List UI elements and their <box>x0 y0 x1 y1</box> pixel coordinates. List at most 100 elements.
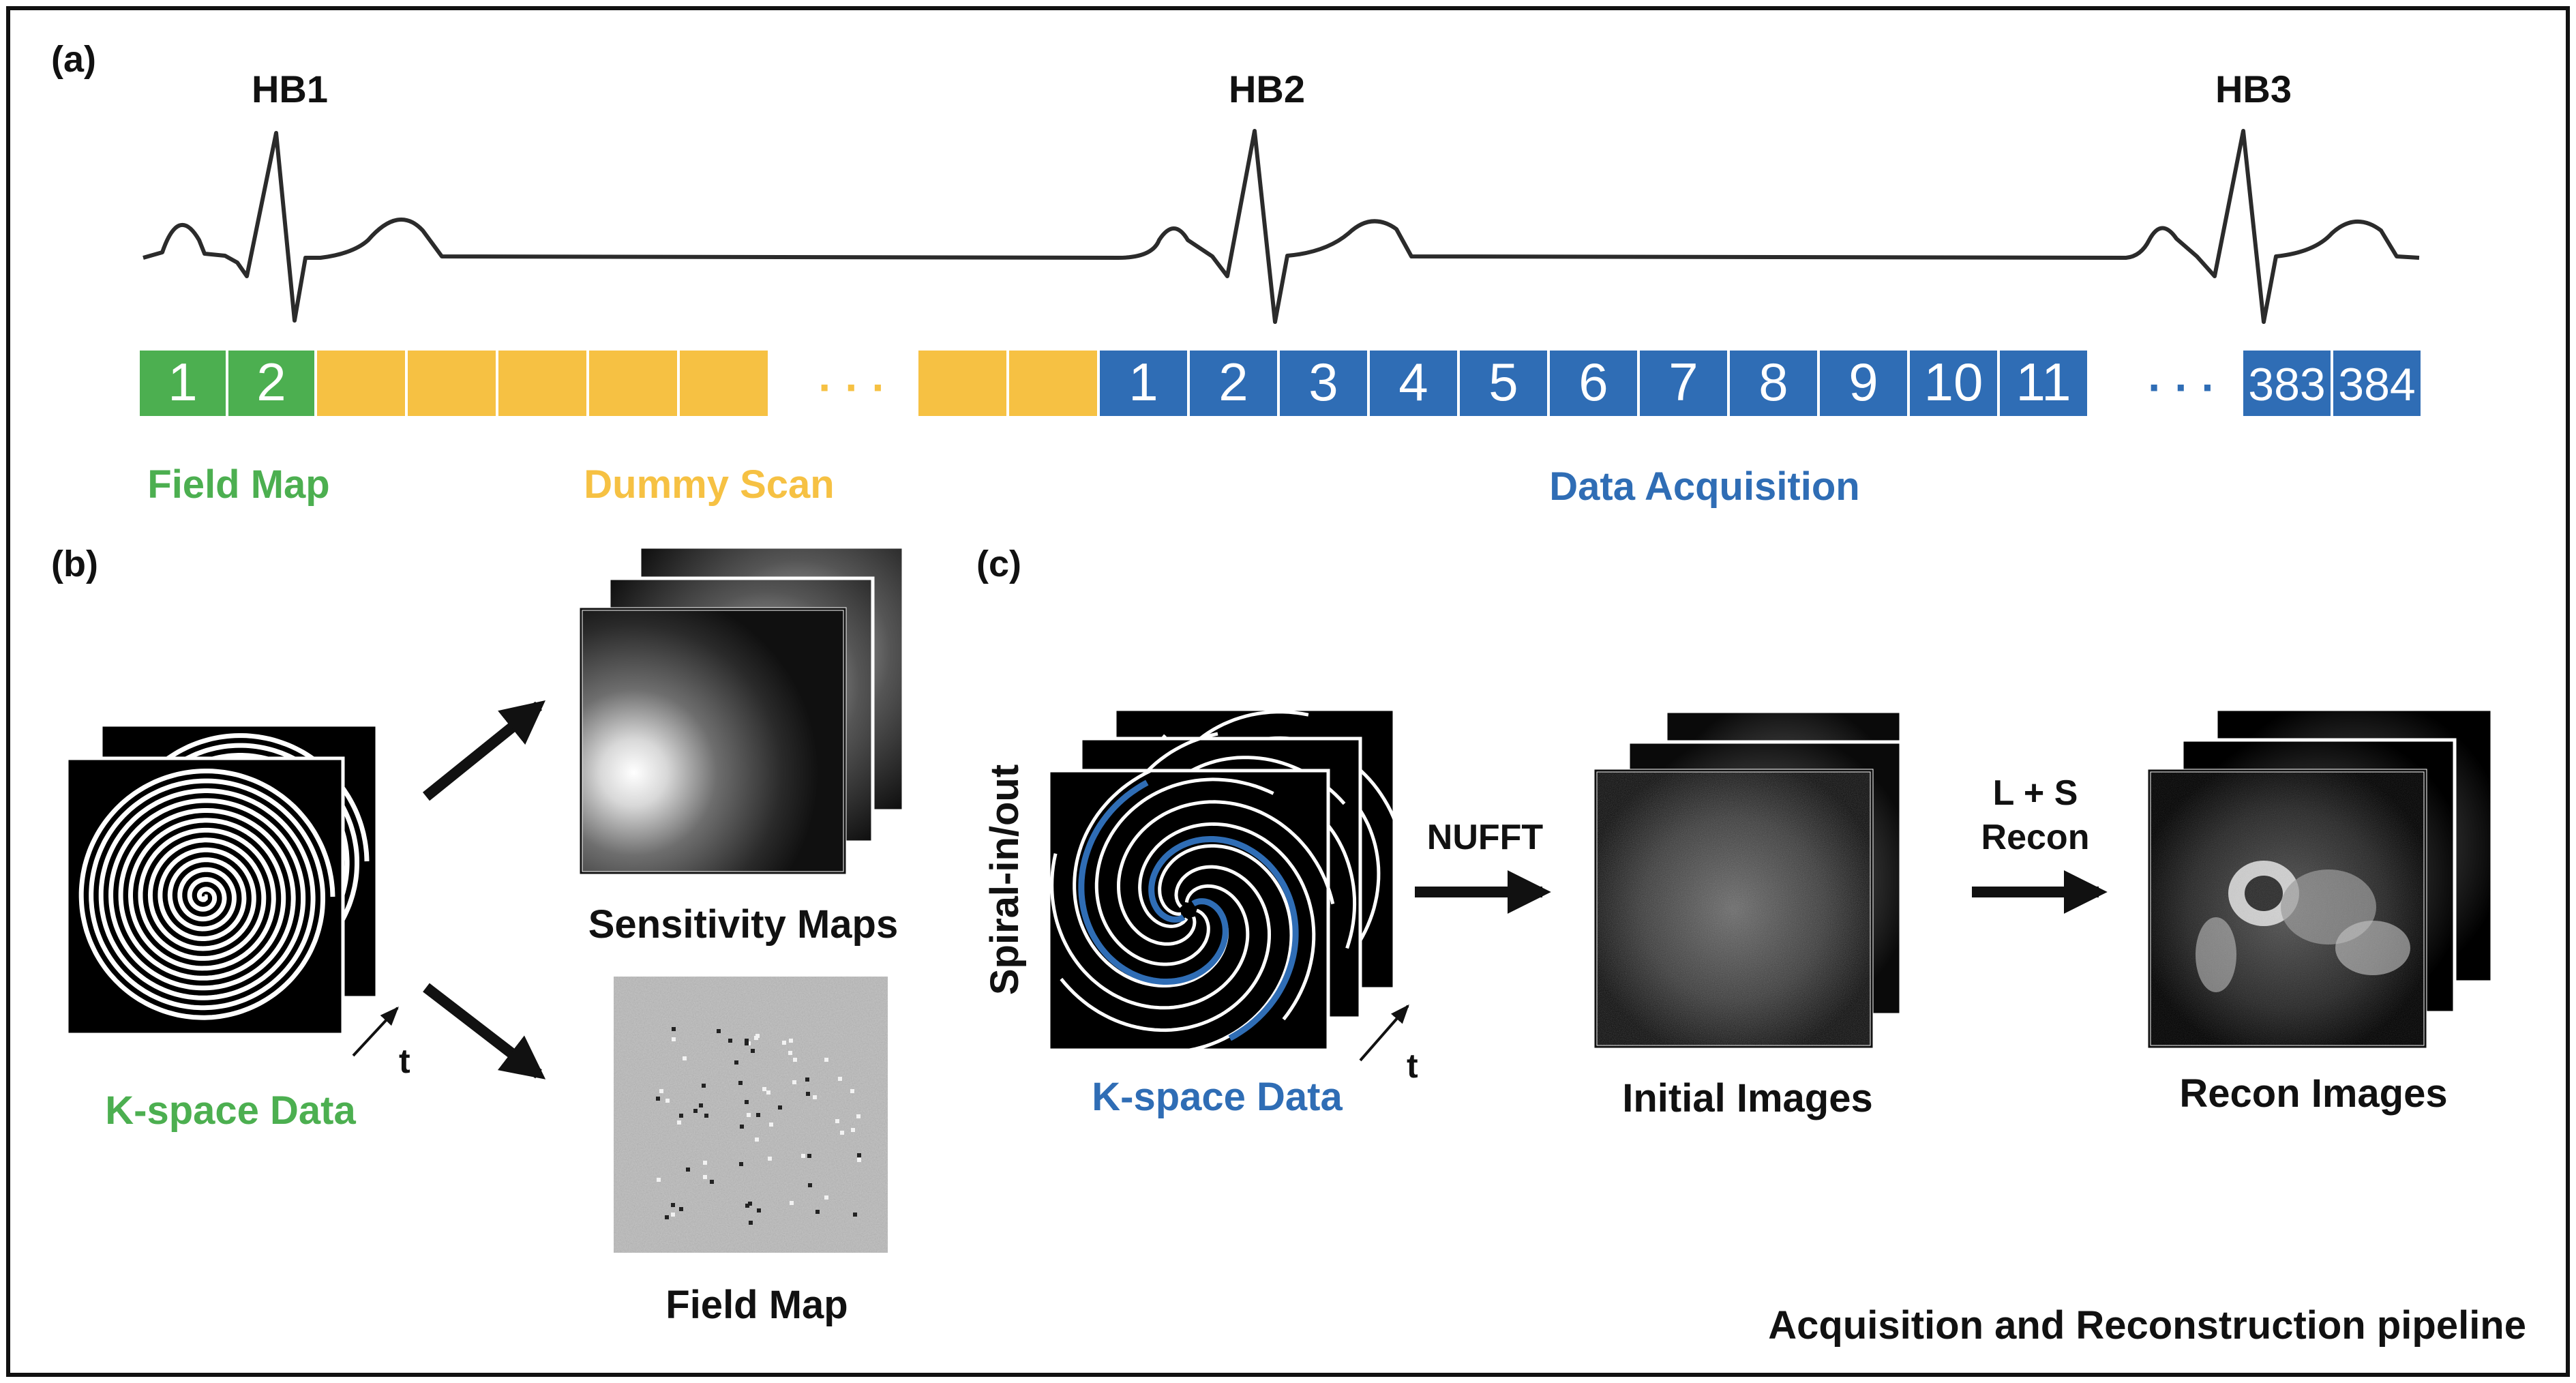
spiral-axis-label: Spiral-in/out <box>983 764 1027 995</box>
data-acquisition-cell <box>1457 348 1550 419</box>
kspace-spiral <box>78 769 335 1020</box>
data-acquisition-ellipsis: · · · <box>2148 363 2216 412</box>
kspace-label-c: K-space Data <box>1092 1075 1343 1119</box>
field-map-speck <box>769 1122 773 1127</box>
data-acquisition-cell <box>1997 348 2090 419</box>
field-map-speck <box>815 1210 820 1214</box>
field-map-speck <box>686 1168 690 1172</box>
field-map-speck <box>745 1041 749 1045</box>
data-acquisition-cell <box>1907 348 2000 419</box>
field-map-speck <box>768 1157 772 1161</box>
field-map-speck <box>665 1215 669 1219</box>
field-map-speck <box>824 1195 828 1200</box>
field-map-speck <box>671 1203 675 1207</box>
field-map-speck <box>745 1204 749 1208</box>
field-map-speck <box>788 1051 792 1055</box>
data-acquisition-cell <box>1547 348 1640 419</box>
time-arrow-c <box>1359 1004 1409 1062</box>
kspace-label-b: K-space Data <box>105 1088 356 1133</box>
field-map-speck <box>850 1089 854 1093</box>
sensitivity-maps-image <box>579 545 905 875</box>
time-label-c: t <box>1407 1047 1418 1085</box>
field-map-speck <box>738 1081 743 1085</box>
field-map-speck <box>672 1037 676 1041</box>
field-map-speck <box>672 1027 676 1031</box>
field-map-speck <box>717 1029 721 1033</box>
data-acquisition-cell-label: 384 <box>2338 359 2415 411</box>
field-map-speck <box>838 1077 842 1081</box>
field-map-speck <box>762 1087 766 1091</box>
field-map-image-label: Field Map <box>665 1283 848 1327</box>
field-map-speck <box>790 1201 794 1205</box>
field-map-speck <box>659 1089 663 1093</box>
data-acquisition-cell <box>1277 348 1370 419</box>
data-acquisition-cell-label: 3 <box>1308 352 1338 412</box>
data-acquisition-cell-label: 4 <box>1398 352 1428 412</box>
field-map-speck <box>751 1049 755 1053</box>
field-map-speck <box>754 1036 758 1040</box>
data-acquisition-cell-label: 7 <box>1668 352 1698 412</box>
dummy-scan-phase-label: Dummy Scan <box>584 462 834 507</box>
data-acquisition-cell-label: 11 <box>2016 352 2071 412</box>
field-map-speck <box>739 1162 743 1166</box>
field-map-image <box>614 977 888 1253</box>
data-acquisition-cell <box>2241 348 2333 419</box>
field-map-speck <box>806 1092 810 1096</box>
data-acquisition-cell-label: 8 <box>1758 352 1788 412</box>
kspace-stack-c <box>1047 707 1400 1055</box>
field-map-cell-1-label: 1 <box>168 352 197 412</box>
arrow-to-fieldmap <box>423 983 546 1080</box>
field-map-speck <box>757 1208 761 1213</box>
dummy-scan-cell <box>314 348 408 419</box>
field-map-speck <box>749 1221 753 1225</box>
field-map-speck <box>755 1137 759 1142</box>
kspace-spiral-arms <box>1050 769 1335 1055</box>
field-map-speck <box>824 1058 828 1062</box>
field-map-speck <box>840 1131 844 1135</box>
dummy-scan-cell <box>677 348 770 419</box>
field-map-speck <box>703 1175 707 1179</box>
field-map-speck <box>813 1095 817 1099</box>
dummy-scan-cell <box>586 348 680 419</box>
field-map-speck <box>704 1114 708 1118</box>
field-map-speck <box>703 1161 707 1165</box>
field-map-speck <box>853 1213 857 1217</box>
field-map-speck <box>740 1125 744 1129</box>
field-map-speck <box>693 1109 698 1113</box>
field-map-speck <box>656 1097 660 1101</box>
field-map-speck <box>699 1103 703 1107</box>
field-map-speck <box>657 1178 661 1182</box>
dummy-scan-cell <box>1006 348 1100 419</box>
data-acquisition-cell-label: 5 <box>1488 352 1518 412</box>
dummy-scan-ellipsis: · · · <box>818 363 886 412</box>
field-map-speck <box>857 1158 861 1162</box>
field-map-speck <box>805 1077 809 1082</box>
panel-label-c: (c) <box>976 544 1021 584</box>
field-map-speck <box>734 1060 738 1065</box>
dummy-scan-cell <box>496 348 589 419</box>
panel-label-b: (b) <box>51 544 98 584</box>
field-map-speck <box>745 1100 749 1104</box>
field-map-speck <box>808 1183 812 1187</box>
field-map-speck <box>792 1080 796 1084</box>
field-map-speck <box>856 1114 860 1118</box>
field-map-cell-2-label: 2 <box>256 352 286 412</box>
dummy-scan-cell <box>405 348 498 419</box>
panel-label-a: (a) <box>51 39 96 80</box>
dummy-scan-cell <box>916 348 1009 419</box>
data-acquisition-cell <box>1637 348 1730 419</box>
field-map-speck <box>778 1105 782 1110</box>
data-acquisition-cell-label: 383 <box>2248 359 2325 411</box>
ecg-trace <box>143 129 2420 324</box>
field-map-speck <box>677 1120 681 1125</box>
field-map-speck <box>857 1153 861 1157</box>
field-map-speck <box>793 1058 797 1062</box>
field-map-speck <box>747 1113 751 1117</box>
recon-images-label: Recon Images <box>2179 1071 2447 1116</box>
field-map-speck <box>679 1114 683 1118</box>
time-label-b: t <box>399 1042 410 1080</box>
heartbeat-label-3: HB3 <box>2215 68 2292 110</box>
